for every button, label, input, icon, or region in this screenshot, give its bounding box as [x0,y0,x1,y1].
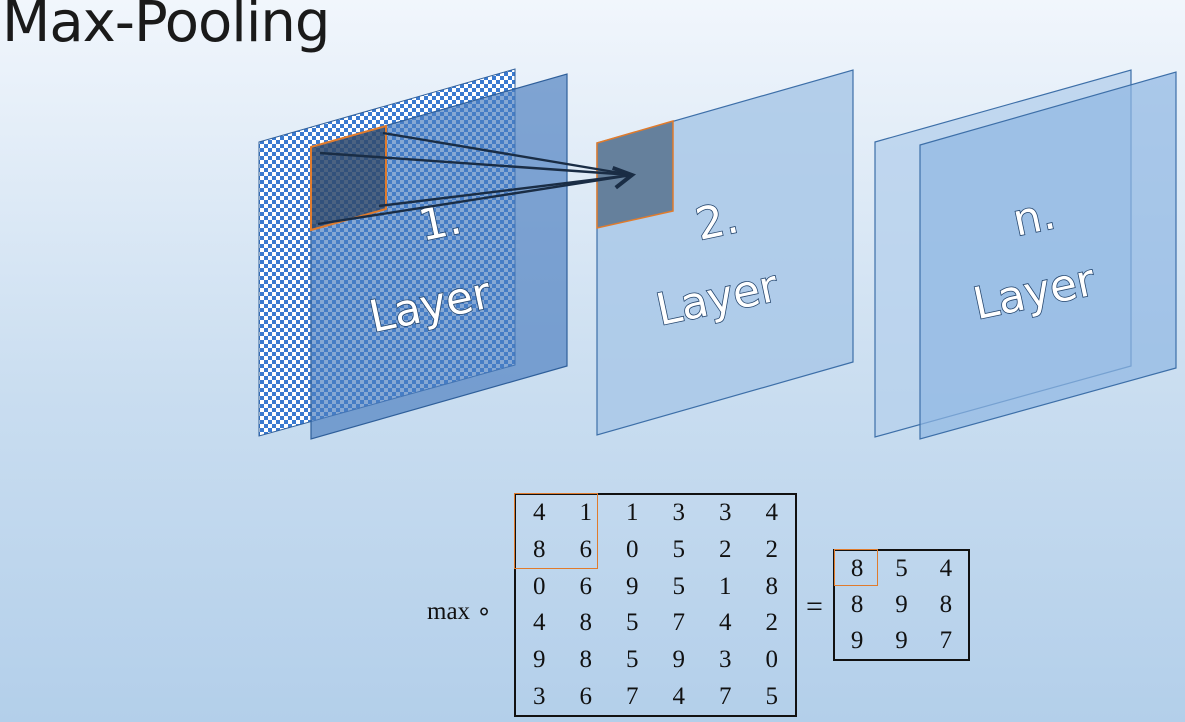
max-operator-label: max ∘ [427,598,492,625]
input-cell: 1 [626,499,639,527]
output-matrix: 8 5 4 8 9 8 9 9 7 [833,549,970,661]
output-cell: 9 [895,591,908,618]
input-cell: 2 [719,535,732,563]
input-cell: 3 [672,499,686,527]
input-cell: 5 [672,572,686,600]
pooling-window-highlight [310,124,387,232]
input-cell: 3 [719,499,732,527]
input-cell: 8 [579,645,593,673]
input-cell: 7 [626,682,639,710]
input-cell: 0 [626,535,639,563]
equals-sign: = [806,590,823,623]
output-cell: 8 [939,591,953,618]
pooling-arrows [317,131,632,226]
input-cell: 4 [533,499,546,527]
input-cell: 4 [533,609,546,637]
input-cell: 8 [579,609,593,637]
input-cell: 9 [533,645,546,673]
output-cell-highlight [834,549,878,586]
output-cell: 5 [895,555,908,582]
output-cell: 9 [850,627,864,654]
output-cell: 8 [850,591,864,618]
input-cell: 6 [579,572,593,600]
input-cell: 0 [533,572,546,600]
input-cell: 7 [719,682,732,710]
input-window-highlight [514,493,598,569]
input-cell: 4 [719,609,732,637]
input-cell: 9 [672,645,686,673]
input-cell: 5 [626,609,639,637]
input-cell: 6 [579,682,593,710]
input-cell: 8 [765,572,779,600]
input-cell: 0 [765,645,779,673]
layer-2-plane [596,69,854,436]
input-cell: 4 [672,682,686,710]
input-cell: 5 [626,645,639,673]
layer-n-front-plane [919,71,1177,440]
input-cell: 9 [626,572,639,600]
page-title: Max-Pooling [2,0,330,55]
output-cell: 9 [895,627,908,654]
input-cell: 1 [579,499,593,527]
output-cell: 8 [850,555,864,582]
output-cell: 4 [939,555,953,582]
input-cell: 5 [672,535,686,563]
input-cell: 4 [765,499,779,527]
input-cell: 7 [672,609,686,637]
input-cell: 3 [719,645,732,673]
input-cell: 3 [533,682,546,710]
input-cell: 2 [765,535,779,563]
layer-n-number: n. [1008,188,1060,247]
output-cell: 7 [939,627,953,654]
input-cell: 5 [765,682,779,710]
input-cell: 1 [719,572,732,600]
input-cell: 2 [765,609,779,637]
input-cell: 6 [579,535,593,563]
input-cell: 8 [533,535,546,563]
input-matrix: 4 1 1 3 3 4 8 6 0 5 2 2 0 6 9 5 1 8 4 8 5 7 4 2 9 8 5 9 3 0 3 6 7 4 7 5 [514,493,797,717]
